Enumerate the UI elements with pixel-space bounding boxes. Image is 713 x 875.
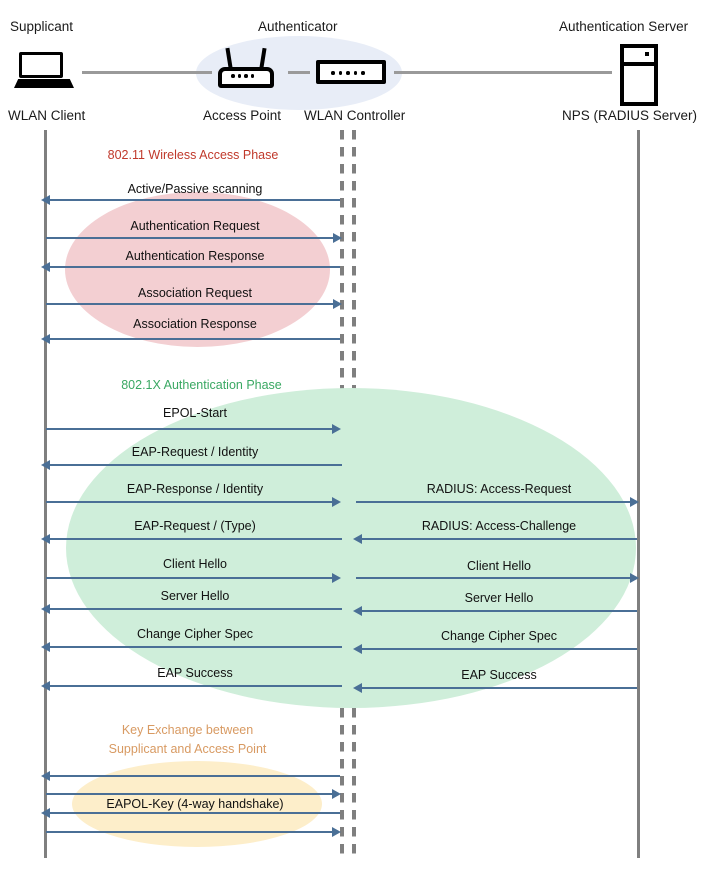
message-label: Authentication Response	[125, 249, 265, 263]
role-title-supplicant: Supplicant	[10, 19, 74, 34]
message-line	[50, 338, 340, 340]
network-switch-icon	[316, 60, 386, 84]
message-label: Change Cipher Spec	[440, 629, 558, 643]
arrow-left-icon	[41, 642, 50, 652]
message-label: Change Cipher Spec	[136, 627, 254, 641]
wireless-router-icon	[218, 47, 274, 88]
message-label-eapol-key: EAPOL-Key (4-way handshake)	[106, 797, 284, 811]
message-label: Association Response	[133, 317, 257, 331]
phase-highlight-dot1x-auth	[66, 388, 636, 708]
arrow-left-icon	[353, 683, 362, 693]
wire-client-to-ap	[82, 71, 212, 74]
wire-ap-to-controller	[288, 71, 310, 74]
message-label: Client Hello	[163, 557, 227, 571]
arrow-right-icon	[332, 497, 341, 507]
message-line	[46, 428, 336, 430]
arrow-left-icon	[41, 681, 50, 691]
arrow-left-icon	[353, 644, 362, 654]
message-line	[46, 577, 336, 579]
arrow-right-icon	[630, 497, 639, 507]
arrow-left-icon	[41, 604, 50, 614]
message-line	[50, 646, 342, 648]
arrow-left-icon	[41, 334, 50, 344]
node-label-nps-radius-server: NPS (RADIUS Server)	[562, 108, 698, 123]
arrow-right-icon	[630, 573, 639, 583]
message-label: Active/Passive scanning	[127, 182, 263, 196]
phase-caption-key-exchange-line2: Supplicant and Access Point	[108, 742, 267, 756]
arrow-left-icon	[41, 534, 50, 544]
role-title-authenticator: Authenticator	[258, 19, 338, 34]
message-line	[362, 687, 637, 689]
arrow-right-icon	[332, 424, 341, 434]
message-line	[46, 831, 336, 833]
arrow-right-icon	[333, 299, 342, 309]
arrow-left-icon	[41, 262, 50, 272]
node-label-access-point: Access Point	[203, 108, 282, 123]
lifeline-authentication-server	[637, 130, 640, 858]
lifeline-supplicant	[44, 130, 47, 858]
arrow-right-icon	[332, 573, 341, 583]
phase-caption-dot1x-auth: 802.1X Authentication Phase	[121, 378, 282, 392]
node-label-wlan-client: WLAN Client	[8, 108, 86, 123]
message-line	[356, 501, 633, 503]
message-label: Server Hello	[160, 589, 230, 603]
arrow-left-icon	[41, 771, 50, 781]
message-line	[46, 237, 336, 239]
message-line	[362, 610, 637, 612]
message-line	[50, 199, 340, 201]
message-line	[46, 501, 336, 503]
message-line	[50, 812, 340, 814]
message-label: Client Hello	[467, 559, 531, 573]
message-line	[50, 685, 342, 687]
message-label: EAP-Request / (Type)	[134, 519, 256, 533]
message-label: EAP-Response / Identity	[126, 482, 264, 496]
message-line	[50, 775, 340, 777]
message-label: EPOL-Start	[163, 406, 227, 420]
arrow-left-icon	[353, 534, 362, 544]
message-line	[356, 577, 633, 579]
phase-highlight-wireless-access	[65, 192, 330, 347]
message-label: EAP Success	[157, 666, 233, 680]
arrow-left-icon	[41, 460, 50, 470]
message-line	[46, 793, 336, 795]
arrow-left-icon	[41, 808, 50, 818]
server-icon	[620, 44, 658, 106]
message-label: Authentication Request	[130, 219, 260, 233]
arrow-right-icon	[332, 827, 341, 837]
message-label: RADIUS: Access-Request	[426, 482, 572, 496]
message-line	[362, 538, 637, 540]
phase-caption-wireless-access: 802.11 Wireless Access Phase	[107, 148, 279, 162]
message-line	[50, 608, 342, 610]
message-label: EAP-Request / Identity	[131, 445, 259, 459]
arrow-right-icon	[332, 789, 341, 799]
message-line	[50, 266, 340, 268]
arrow-right-icon	[333, 233, 342, 243]
message-label: Association Request	[138, 286, 252, 300]
message-label: Server Hello	[464, 591, 534, 605]
arrow-left-icon	[353, 606, 362, 616]
node-label-wlan-controller: WLAN Controller	[304, 108, 406, 123]
message-line	[50, 464, 342, 466]
arrow-left-icon	[41, 195, 50, 205]
message-label: RADIUS: Access-Challenge	[421, 519, 577, 533]
message-line	[50, 538, 342, 540]
message-line	[46, 303, 336, 305]
message-line	[362, 648, 637, 650]
phase-caption-key-exchange-line1: Key Exchange between	[121, 723, 254, 737]
role-title-authentication-server: Authentication Server	[559, 19, 689, 34]
laptop-icon	[14, 52, 74, 88]
wire-controller-to-server	[394, 71, 612, 74]
message-label: EAP Success	[461, 668, 537, 682]
